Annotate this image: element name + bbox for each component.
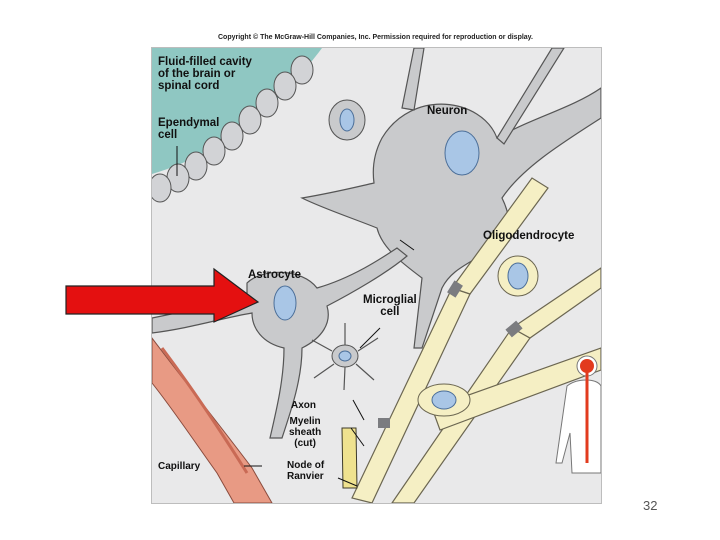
cut-myelin-sheath [341,427,358,489]
copyright-notice: Copyright © The McGraw-Hill Companies, I… [217,34,534,41]
label-cavity: Fluid-filled cavity of the brain or spin… [158,56,252,92]
leader-lines [176,146,415,487]
label-ependymal-line2: cell [158,129,178,141]
label-node-line1: Node of [287,460,325,471]
body-silhouette-icon [555,355,601,474]
ependymal-cells [152,55,314,203]
page-number: 32 [643,498,658,513]
diagram-artwork [152,48,601,503]
label-oligodendrocyte: Oligodendrocyte [483,230,575,242]
label-myelin-line2: sheath [289,427,322,438]
label-myelin: Myelin sheath (cut) [289,416,321,449]
myelinated-axons [351,177,601,503]
label-ependymal: Ependymal cell [158,117,219,141]
oligodendrocyte [417,255,539,417]
label-myelin-line3: (cut) [294,438,316,449]
label-cavity-line2: of the brain or [158,68,236,80]
nodes-of-ranvier [378,280,523,428]
label-node-line2: Ranvier [287,471,324,482]
glial-cell-top [328,99,366,141]
label-astrocyte: Astrocyte [248,269,302,281]
label-microglial: Microglial cell [363,294,417,318]
label-neuron: Neuron [427,105,468,117]
label-node: Node of Ranvier [287,460,324,482]
label-microglial-line1: Microglial [363,294,417,306]
label-axon: Axon [291,400,316,411]
label-ependymal-line1: Ependymal [158,117,220,129]
label-myelin-line1: Myelin [289,416,321,427]
microglial-cell [311,323,379,391]
neuroglia-diagram: Fluid-filled cavity of the brain or spin… [151,47,602,504]
label-cavity-line1: Fluid-filled cavity [158,56,252,68]
astrocyte-nucleus [273,285,297,321]
label-cavity-line3: spinal cord [158,80,220,92]
astrocyte [152,247,408,439]
label-microglial-line2: cell [380,306,400,318]
label-capillary: Capillary [158,461,201,472]
neuron-nucleus [444,130,480,176]
